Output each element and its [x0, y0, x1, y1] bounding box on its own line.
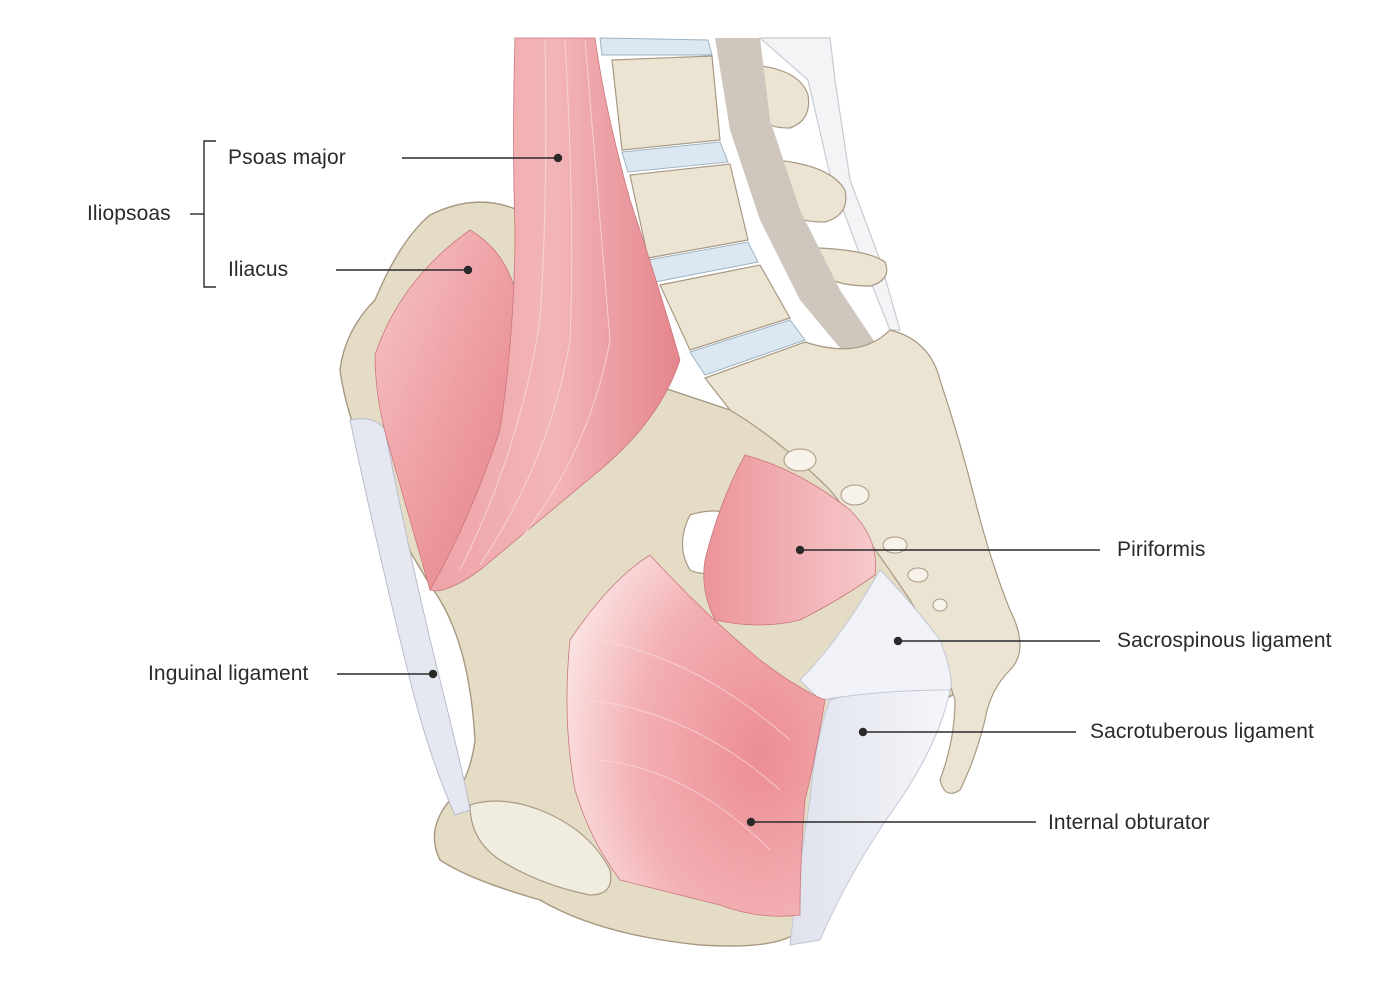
sacral-foramina [783, 448, 948, 612]
sacrum [704, 329, 1021, 794]
psoas-major-shape [429, 37, 681, 592]
sacrospinous-ligament-shape [799, 569, 952, 701]
pubic-symphysis [469, 800, 612, 896]
leader-lines [190, 140, 1100, 827]
label-iliopsoas: Iliopsoas [87, 202, 171, 225]
piriformis-shape [703, 454, 877, 626]
lumbar-vertebrae [599, 37, 806, 376]
label-iliacus: Iliacus [228, 258, 289, 281]
label-psoas-major: Psoas major [228, 146, 346, 169]
label-piriformis: Piriformis [1117, 538, 1206, 561]
spinal-canal [715, 38, 880, 360]
label-sacrotuberous-ligament: Sacrotuberous ligament [1090, 720, 1314, 743]
internal-obturator-shape [566, 554, 826, 917]
label-internal-obturator: Internal obturator [1048, 811, 1210, 834]
label-inguinal-ligament: Inguinal ligament [148, 662, 309, 685]
label-sacrospinous-ligament: Sacrospinous ligament [1117, 629, 1332, 652]
inguinal-ligament-shape [349, 418, 471, 816]
